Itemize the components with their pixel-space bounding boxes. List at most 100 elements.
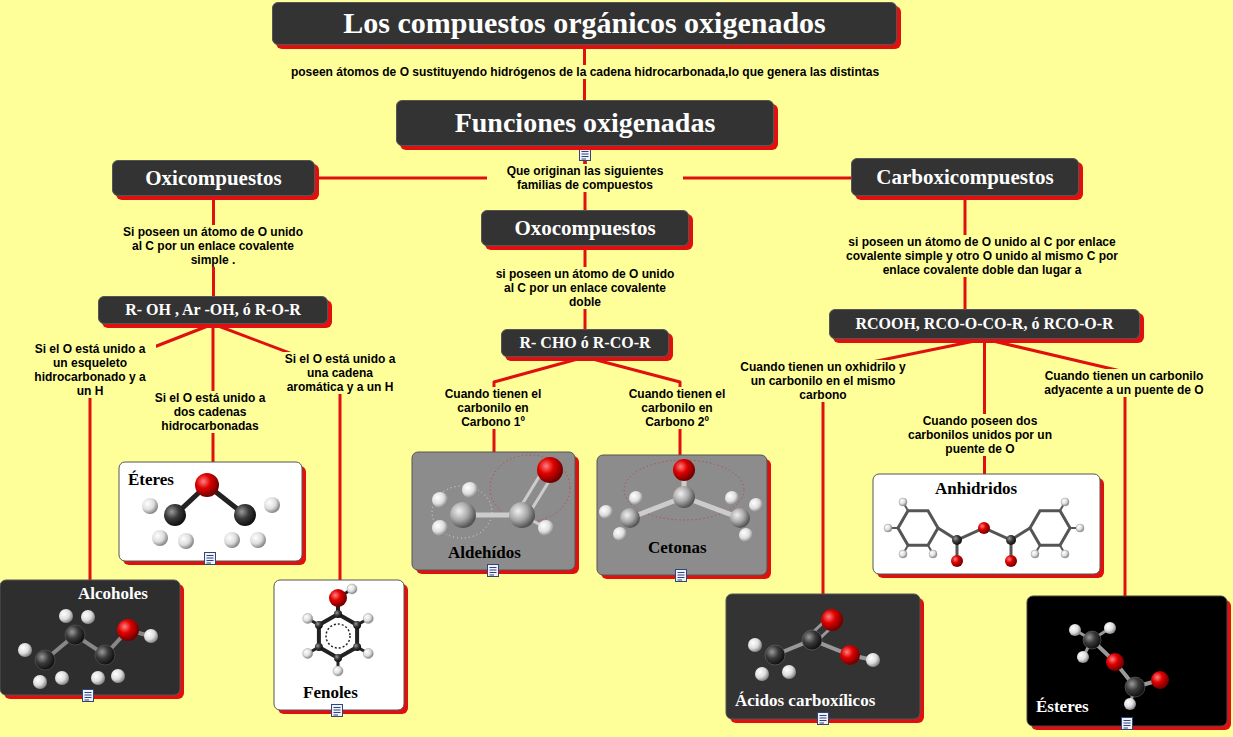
acid-molecule-part: [755, 667, 769, 681]
picture-frames-part: [726, 594, 920, 719]
connector-label: Cuando tienen el carbonilo en Carbono 2º: [619, 387, 735, 429]
family-name: Éteres: [128, 470, 174, 490]
ester-molecule-part: [1104, 622, 1116, 634]
formula-box: R- CHO ó R-CO-R: [501, 329, 669, 357]
anhydride-molecule-part: [1030, 511, 1070, 546]
concept-label: R- OH , Ar -OH, ó R-O-R: [125, 301, 301, 319]
title-box: Los compuestos orgánicos oxigenados: [272, 2, 897, 45]
ester-molecule: [1069, 622, 1169, 710]
document-icons-part: [83, 690, 94, 702]
molecule-card: Anhidridos: [873, 474, 1100, 574]
connector-label: Si el O está unido a un esqueleto hidroc…: [25, 342, 156, 398]
family-name: Ésteres: [1036, 697, 1089, 717]
connector-label: Cuando poseen dos carbonilos unidos por …: [900, 414, 1061, 456]
ether-molecule-part: [178, 533, 194, 549]
aldehyde-molecule-part: [462, 482, 478, 498]
picture-frames-part: [597, 455, 767, 575]
molecule-card: Alcoholes: [0, 580, 180, 695]
aldehyde-molecule-part: [432, 492, 448, 508]
ether-molecule-part: [264, 497, 280, 513]
concept-label: Funciones oxigenadas: [455, 107, 716, 139]
ether-molecule-part: [224, 532, 240, 548]
picture-frames: [0, 452, 1231, 730]
aldehyde-molecule-part: [509, 502, 535, 528]
alcohol-molecule-part: [35, 650, 55, 670]
anhydride-molecule-part: [1031, 550, 1039, 558]
alcohol-molecule-part: [59, 609, 73, 623]
ether-molecule-part: [164, 504, 186, 526]
family-name: Fenoles: [303, 683, 358, 703]
molecule-card: Fenoles: [274, 580, 404, 710]
formula-box: R- OH , Ar -OH, ó R-O-R: [98, 296, 328, 324]
ether-molecule-part: [195, 473, 219, 497]
family-box: Oxicompuestos: [112, 160, 315, 196]
alcohol-molecule-part: [55, 671, 69, 685]
ether-molecule-part: [152, 530, 168, 546]
alcohol-molecule-part: [111, 669, 125, 683]
alcohol-molecule-part: [65, 625, 85, 645]
phenol-molecule-part: [363, 649, 373, 659]
ester-molecule-part: [1069, 624, 1081, 636]
ketone-molecule-part: [613, 527, 627, 541]
acid-molecule-part: [782, 665, 796, 679]
family-name: Aldehídos: [448, 543, 521, 563]
ester-molecule-part: [1151, 671, 1169, 689]
picture-frames-part: [274, 580, 404, 710]
phenol-molecule-part: [334, 654, 342, 662]
ester-molecule-part: [1077, 651, 1089, 663]
phenol-molecule-part: [353, 643, 361, 651]
alcohol-molecule-part: [18, 643, 32, 657]
ester-molecule-part: [1124, 698, 1136, 710]
document-icons-part: [205, 553, 216, 565]
anhydride-molecule-part: [899, 498, 907, 506]
anhydride-molecule-part: [884, 524, 892, 532]
picture-frames-part: [0, 580, 180, 695]
family-name: Ácidos carboxílicos: [735, 691, 875, 711]
picture-frames-part: [119, 462, 302, 561]
anhydride-molecule-part: [898, 511, 938, 546]
connector-label: si poseen un átomo de O unido al C por u…: [492, 267, 678, 309]
family-name: Cetonas: [648, 538, 707, 558]
picture-frames-part: [412, 452, 575, 570]
ketone-molecule-part: [739, 528, 753, 542]
phenol-molecule-part: [353, 621, 361, 629]
document-icons-part: [488, 565, 499, 577]
anhydride-molecule-part: [929, 550, 937, 558]
anhydride-molecule-part: [1061, 498, 1069, 506]
ketone-molecule: [599, 459, 763, 542]
acid-molecule: [748, 609, 880, 681]
ester-molecule-part: [1125, 677, 1145, 697]
acid-molecule-part: [802, 630, 822, 650]
ester-molecule-part: [1106, 653, 1124, 671]
family-name: Anhidridos: [935, 479, 1017, 499]
anhydride-molecule-part: [1076, 524, 1084, 532]
ketone-molecule-part: [599, 505, 613, 519]
ketone-molecule-part: [673, 459, 695, 481]
molecule-card: Ácidos carboxílicos: [726, 594, 920, 719]
ether-molecule-part: [234, 504, 256, 526]
connector-label: si poseen un átomo de O unido al C por e…: [829, 235, 1135, 277]
alcohol-molecule-part: [95, 645, 115, 665]
concept-label: R- CHO ó R-CO-R: [519, 334, 650, 352]
ketone-molecule-part: [725, 491, 739, 505]
concept-label: RCOOH, RCO-O-CO-R, ó RCO-O-R: [855, 315, 1113, 333]
molecule-card: Aldehídos: [412, 452, 575, 570]
formula-box: RCOOH, RCO-O-CO-R, ó RCO-O-R: [829, 309, 1140, 339]
connector-label: Cuando tienen un carbonilo adyacente a u…: [1036, 369, 1212, 397]
anhydride-molecule-part: [1006, 535, 1016, 545]
phenol-molecule-part: [334, 610, 342, 618]
aldehyde-molecule-part: [450, 502, 476, 528]
alcohol-molecule-part: [81, 610, 95, 624]
acid-molecule-part: [748, 638, 762, 652]
family-box: Oxocompuestos: [481, 210, 689, 246]
connector-label: Cuando tienen un oxhidrilo y un carbonil…: [735, 360, 911, 402]
phenol-molecule-part: [315, 643, 323, 651]
ketone-molecule-part: [749, 498, 763, 512]
family-name: Alcoholes: [78, 584, 148, 604]
concept-label: Los compuestos orgánicos oxigenados: [343, 6, 826, 41]
picture-frames-part: [873, 474, 1100, 574]
phenol-molecule-part: [303, 649, 313, 659]
anhydride-molecule-part: [951, 555, 963, 567]
ketone-molecule-part: [673, 486, 695, 508]
alcohol-molecule-part: [144, 629, 158, 643]
